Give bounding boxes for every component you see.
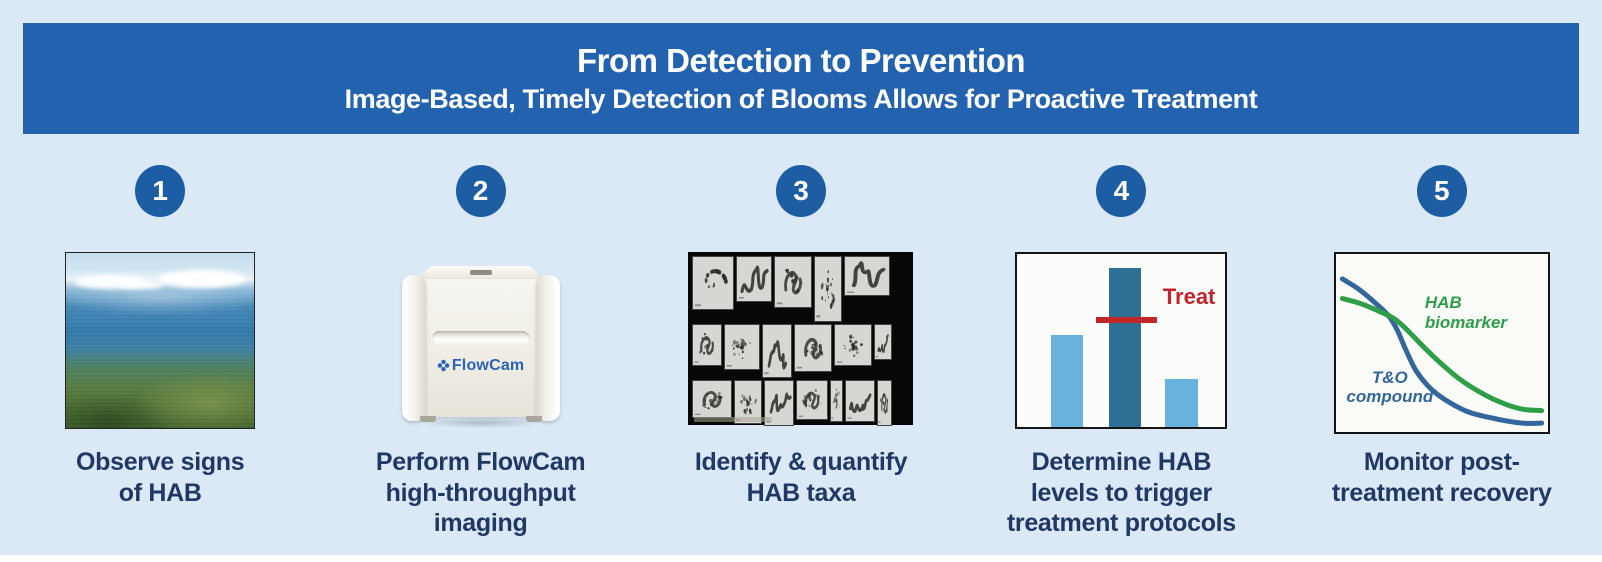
flowcam-logo-text: FlowCam bbox=[451, 357, 525, 374]
hab-level-bar-chart: Treat bbox=[1015, 252, 1228, 429]
step-visual-4: Treat bbox=[1015, 252, 1228, 434]
plankton-thumbnail bbox=[737, 257, 772, 301]
lake-bloom-photo bbox=[65, 252, 256, 429]
plankton-thumbnail bbox=[693, 325, 722, 365]
step-caption: Identify & quantify HAB taxa bbox=[694, 448, 908, 507]
step-number-badge: 1 bbox=[135, 165, 186, 217]
treat-label: Treat bbox=[1162, 284, 1216, 309]
plankton-thumbnail bbox=[875, 325, 892, 359]
step-column-3: 3 Identify & quantify HAB taxa bbox=[641, 150, 961, 539]
water-ripples-overlay bbox=[66, 253, 255, 428]
plankton-thumbnail bbox=[845, 257, 890, 295]
step-number-badge: 3 bbox=[775, 165, 826, 217]
plankton-thumbnail bbox=[693, 381, 732, 417]
step-column-2: 2 bbox=[320, 150, 640, 539]
step-caption: Perform FlowCam high-throughput imaging bbox=[375, 448, 586, 537]
plankton-image-collage bbox=[688, 252, 914, 425]
hab-biomarker-line bbox=[1342, 299, 1541, 411]
steps-row: 1 Observe signs of HAB 2 bbox=[0, 150, 1602, 539]
step-caption: Monitor post- treatment recovery bbox=[1331, 448, 1552, 507]
plankton-thumbnail bbox=[725, 325, 760, 369]
hab-level-bar bbox=[1050, 335, 1084, 427]
cloud-shape bbox=[118, 280, 165, 289]
plankton-thumbnail bbox=[795, 325, 832, 371]
flowcam-handle-groove bbox=[431, 331, 530, 346]
banner-title: From Detection to Prevention bbox=[576, 42, 1026, 80]
step-visual-3 bbox=[688, 252, 914, 434]
hab-level-bar-peak bbox=[1108, 267, 1142, 427]
hab-biomarker-label: HAB biomarker bbox=[1424, 293, 1508, 332]
plankton-thumbnail bbox=[846, 381, 875, 421]
plankton-thumbnail bbox=[878, 381, 892, 425]
flowcam-drop-shadow bbox=[395, 416, 566, 430]
step-visual-5: HAB biomarker T&O compound bbox=[1333, 252, 1550, 434]
plankton-thumbnail bbox=[831, 381, 843, 421]
header-banner: From Detection to Prevention Image-Based… bbox=[23, 23, 1579, 134]
flowcam-left-pillar bbox=[401, 275, 426, 421]
step-column-4: 4 Treat Determine HAB levels to trigger … bbox=[961, 150, 1281, 539]
recovery-line-chart: HAB biomarker T&O compound bbox=[1333, 252, 1550, 434]
four-petal-flower-icon bbox=[437, 359, 450, 372]
flowcam-instrument: FlowCam bbox=[395, 266, 566, 436]
collage-grid bbox=[693, 257, 908, 425]
plankton-thumbnail bbox=[835, 325, 872, 365]
flowcam-lid bbox=[416, 266, 545, 282]
recovery-chart-svg bbox=[1336, 254, 1548, 432]
flowcam-logo: FlowCam bbox=[406, 357, 556, 375]
flowcam-body: FlowCam bbox=[401, 275, 560, 422]
step-number-badge: 4 bbox=[1096, 165, 1147, 217]
collage-row bbox=[693, 325, 908, 377]
step-column-5: 5 HAB biomarker T&O compound Monitor pos… bbox=[1282, 150, 1602, 539]
step-visual-2: FlowCam bbox=[395, 252, 566, 436]
to-compound-line bbox=[1342, 279, 1541, 423]
step-number-badge: 5 bbox=[1416, 165, 1467, 217]
plankton-thumbnail bbox=[815, 257, 842, 321]
step-caption: Determine HAB levels to trigger treatmen… bbox=[1006, 448, 1236, 537]
step-caption: Observe signs of HAB bbox=[75, 448, 245, 507]
collage-row bbox=[693, 257, 908, 321]
collage-row bbox=[693, 381, 908, 425]
hab-level-bar bbox=[1165, 378, 1198, 427]
collage-footer-smudge bbox=[694, 417, 773, 422]
flowcam-right-pillar bbox=[535, 275, 560, 421]
cloud-shape bbox=[158, 270, 247, 288]
step-visual-1 bbox=[65, 252, 256, 434]
flowcam-foot bbox=[419, 416, 436, 422]
step-column-1: 1 Observe signs of HAB bbox=[0, 150, 320, 539]
flowcam-lid-slot bbox=[469, 270, 492, 275]
step-number-badge: 2 bbox=[455, 165, 506, 217]
plankton-thumbnail bbox=[735, 381, 762, 423]
plankton-thumbnail bbox=[775, 257, 812, 307]
plankton-thumbnail bbox=[797, 381, 828, 419]
plankton-thumbnail bbox=[763, 325, 792, 377]
treatment-threshold-line bbox=[1096, 317, 1157, 324]
banner-subtitle: Image-Based, Timely Detection of Blooms … bbox=[344, 83, 1258, 114]
plankton-thumbnail bbox=[693, 257, 734, 309]
to-compound-label: T&O compound bbox=[1346, 367, 1434, 407]
flowcam-foot bbox=[525, 416, 542, 422]
